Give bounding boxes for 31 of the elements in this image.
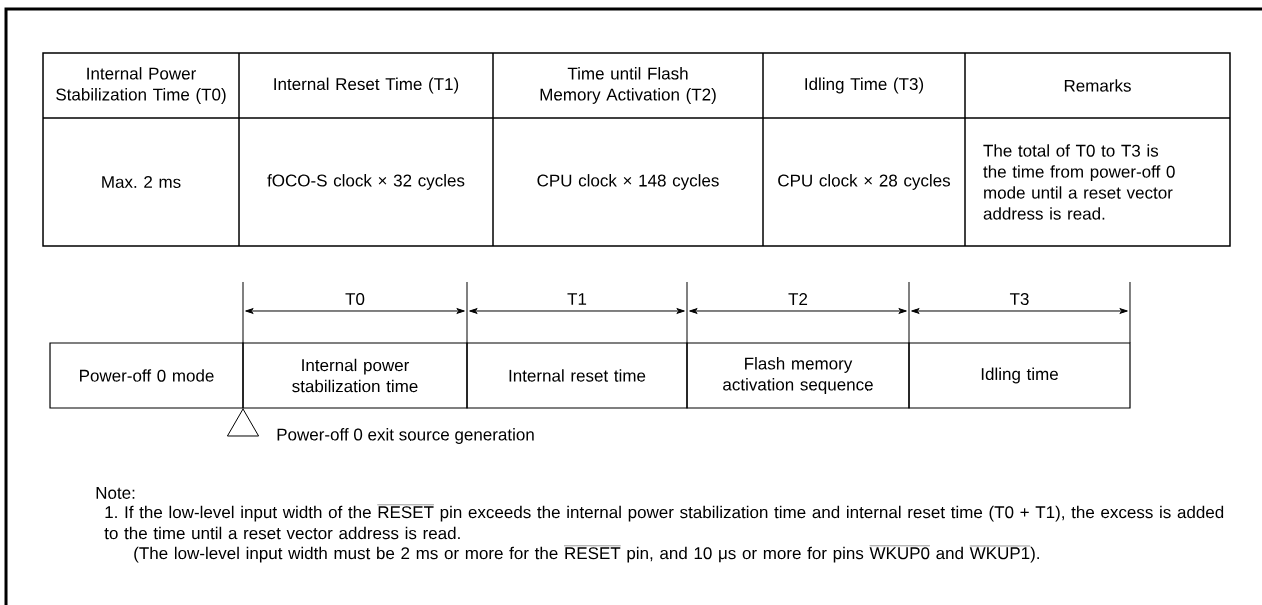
- column-header: Internal Reset Time (T1): [274, 77, 459, 94]
- phase-box: Internal reset time: [466, 342, 688, 409]
- remarks-text: The total of T0 to T3 is the time from power-off 0 mode until a reset vector address is read.: [983, 144, 1175, 220]
- trigger-label: Power-off 0 exit source generation: [277, 428, 534, 444]
- note-heading: Note:: [96, 487, 135, 499]
- label: and: [936, 546, 963, 560]
- column-header: Internal Power Stabilization Time (T0): [56, 67, 226, 104]
- column-header: Time until Flash Memory Activation (T2): [540, 67, 716, 104]
- table-value: CPU clock × 148 cycles: [537, 174, 719, 190]
- note-text: 1. If the low-level input width of the RESET pin exceeds the internal power stabilization time and internal reset time (T0 + T1), the excess is added to the time until a reset vector address is read.: [104, 504, 1224, 540]
- dimension-label: T0: [345, 293, 365, 305]
- column-header: Remarks: [1064, 79, 1131, 92]
- label: ).: [1030, 546, 1039, 563]
- label: WKUP0: [869, 547, 930, 560]
- trigger-triangle: [226, 408, 260, 437]
- note-text: (The low-level input width must be 2 ms or more for the RESET pin, and 10 μs or more for pins WKUP0 and WKUP1).: [134, 545, 1039, 563]
- label: WKUP1: [969, 547, 1030, 560]
- dimension-label: T1: [567, 293, 587, 305]
- phase-box: Power-off 0 mode: [49, 342, 244, 409]
- label: RESET: [565, 547, 621, 560]
- table-value: CPU clock × 28 cycles: [778, 174, 951, 190]
- label: pin, and 10 μs or more for pins: [627, 546, 864, 563]
- label: (The low-level input width must be 2 ms or more for the: [134, 546, 558, 563]
- column-header: Idling Time (T3): [805, 77, 924, 94]
- dimension-label: T2: [788, 293, 808, 305]
- phase-box: Idling time: [908, 342, 1131, 409]
- dimension-label: T3: [1009, 293, 1029, 305]
- table-value: Max. 2 ms: [102, 176, 181, 188]
- table-value: fOCO-S clock × 32 cycles: [267, 174, 465, 190]
- phase-box: Internal power stabilization time: [242, 342, 468, 409]
- phase-box: Flash memory activation sequence: [686, 342, 910, 409]
